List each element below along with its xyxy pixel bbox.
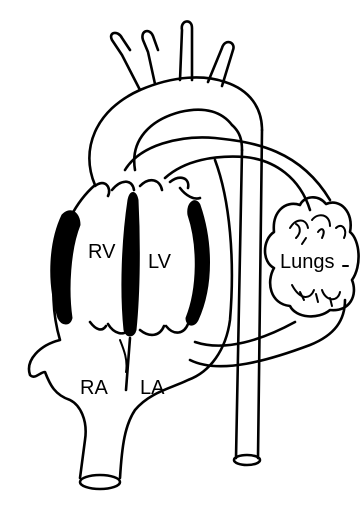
label-lungs: Lungs [280, 251, 335, 273]
label-la: LA [140, 377, 165, 399]
label-lv: LV [148, 251, 172, 273]
label-ra: RA [80, 377, 108, 399]
aortic-arch [89, 21, 262, 185]
valves [90, 178, 200, 390]
right-ventricle-wall [51, 211, 80, 324]
label-rv: RV [88, 241, 116, 263]
pulmonary-veins [190, 300, 345, 366]
septum-wall [122, 193, 139, 337]
descending-aorta [234, 130, 262, 465]
left-ventricle-wall [186, 201, 210, 325]
pulmonary-artery [125, 137, 330, 210]
